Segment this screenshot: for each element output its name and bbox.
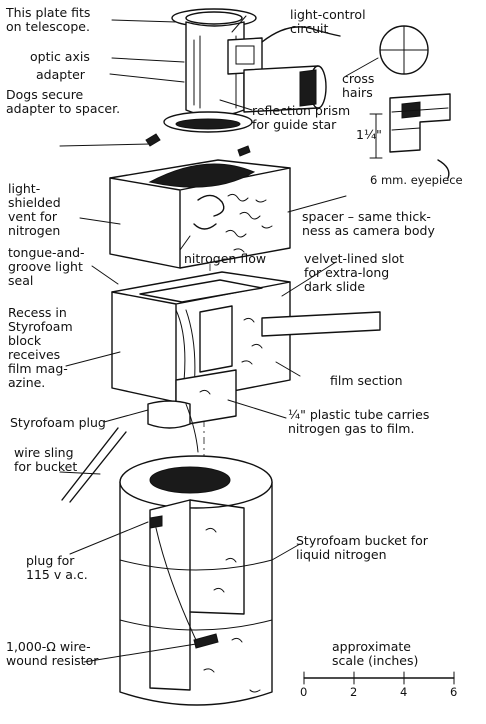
ac-plug [149,515,163,529]
label-plug: plug for 115 v a.c. [26,553,88,582]
eyepiece-detail [369,25,451,179]
wire-sling-line [61,427,127,503]
dog-clamp-right [237,145,251,157]
label-bucket: Styrofoam bucket for liquid nitrogen [296,533,428,562]
label-resistor: 1,000-Ω wire- wound resistor [6,639,99,668]
label-plate: This plate fits on telescope. [6,5,91,34]
label-styrofoam-plug: Styrofoam plug [10,415,106,430]
label-tongue: tongue-and- groove light seal [8,245,85,288]
label-adapter: adapter [36,67,85,82]
label-wire-sling: wire sling for bucket [14,445,78,474]
scale-title: approximate scale (inches) [332,639,419,668]
label-cross-hairs: cross hairs [342,71,375,100]
label-spacer: spacer – same thick- ness as camera body [302,209,435,238]
spacer-block [109,159,291,269]
styrofoam-plug-shape [147,400,191,429]
label-eyepiece: 6 mm. eyepiece [370,173,463,187]
nitrogen-tube-line [185,403,199,453]
label-recess: Recess in Styrofoam block receives film … [8,305,73,390]
label-plastic-tube: ¼" plastic tube carries nitrogen gas to … [288,407,430,436]
label-eyepiece-dim: 1¼" [356,127,382,142]
light-control-box [227,37,263,75]
dark-slide [261,311,381,337]
bucket-cavity [149,466,231,494]
film-magazine-recess [139,279,263,303]
scale-tick-2: 2 [350,685,358,699]
scale-tick-6: 6 [450,685,458,699]
eyepiece-mount [299,69,317,107]
styrofoam-bucket [119,455,273,706]
adapter-assembly [145,8,341,157]
resistor-coil [193,633,219,649]
label-reflection-prism: reflection prism for guide star [252,103,351,132]
label-film-section: film section [330,373,403,388]
label-dogs: Dogs secure adapter to spacer. [6,87,121,116]
scale-tick-4: 4 [400,685,408,699]
label-vent: light- shielded vent for nitrogen [8,181,61,238]
scale-tick-0: 0 [300,685,308,699]
label-optic-axis: optic axis [30,49,90,64]
label-nitrogen-flow: nitrogen flow [184,251,267,266]
label-velvet-slot: velvet-lined slot for extra-long dark sl… [304,251,405,294]
label-light-control: light-control circuit [290,7,366,36]
scale-bar [303,671,455,685]
film-section-block [111,271,381,427]
spacer-opening [148,163,256,188]
